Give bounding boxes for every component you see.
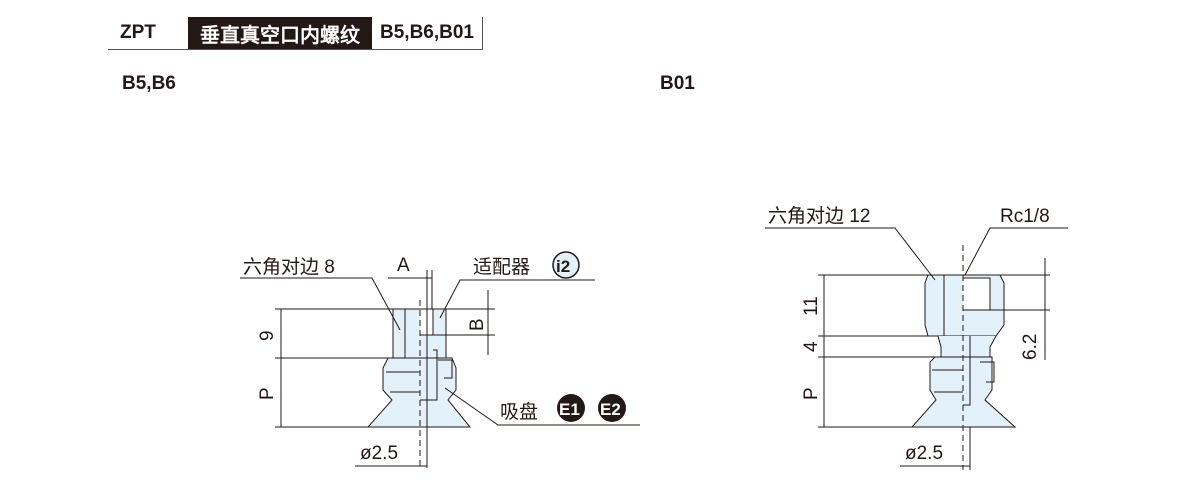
adapter-label: 适配器 <box>473 256 530 278</box>
pad-badge-e2-circle <box>598 394 626 422</box>
pad-badge-e1-text: E1 <box>559 400 580 419</box>
pad-badge-e1-circle <box>557 394 585 422</box>
left-hex-label: 六角对边 8 <box>243 256 335 278</box>
thread-label: Rc1/8 <box>1000 206 1050 227</box>
left-dim-b: B <box>467 318 488 331</box>
left-dim-a: A <box>397 255 410 276</box>
right-part-drawing <box>765 227 1068 470</box>
right-dim-dia: ø2.5 <box>905 443 943 464</box>
pad-badge-e2-text: E2 <box>600 400 621 419</box>
header-title: 垂直真空口内螺纹 <box>188 17 372 49</box>
right-hex-label: 六角对边 12 <box>768 205 870 227</box>
pad-label: 吸盘 <box>500 401 538 423</box>
left-dim-height: 9 <box>257 330 278 341</box>
section-label-b5-b6: B5,B6 <box>122 73 176 94</box>
right-dim-p: P <box>801 387 822 400</box>
adapter-badge-circle <box>552 251 580 279</box>
left-part-drawing <box>240 270 640 470</box>
section-label-b01: B01 <box>660 73 695 94</box>
right-dim-height: 11 <box>801 296 822 316</box>
adapter-badge-text: i2 <box>556 257 570 276</box>
header-models: B5,B6,B01 <box>372 17 483 49</box>
left-dim-p: P <box>257 387 278 400</box>
right-dim-thread-depth: 6.2 <box>1020 334 1041 360</box>
left-dim-dia: ø2.5 <box>360 443 398 464</box>
header-bar: ZPT 垂直真空口内螺纹 B5,B6,B01 <box>108 17 483 50</box>
right-dim-neck: 4 <box>801 341 822 352</box>
series-label: ZPT <box>120 22 156 43</box>
